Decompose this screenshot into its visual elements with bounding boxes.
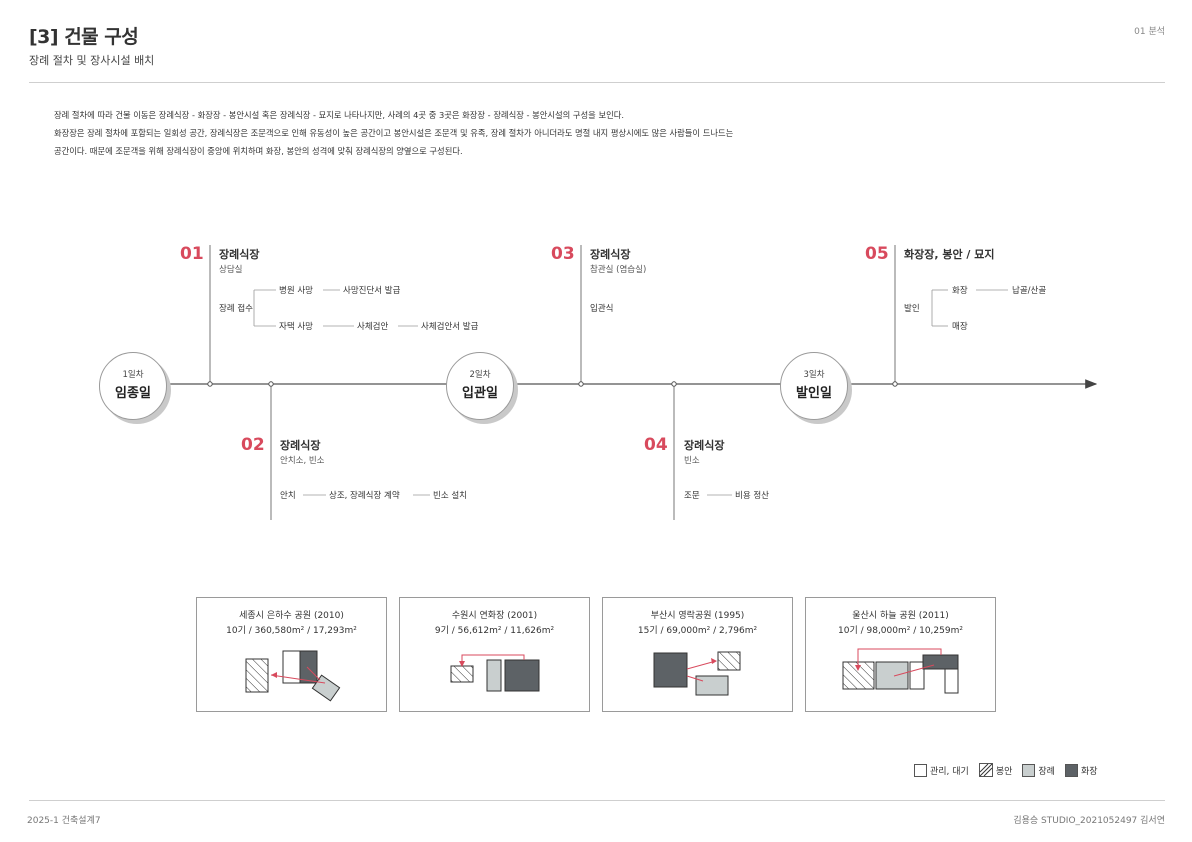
step-01-item: 병원 사망 — [279, 286, 313, 296]
step-01-item: 사망진단서 발급 — [343, 286, 401, 296]
step-02-item: 안치 — [280, 491, 296, 501]
step-02-item: 빈소 설치 — [433, 491, 467, 501]
case-stats: 10기 / 98,000m² / 10,259m² — [838, 626, 963, 636]
step-05-item: 납골/산골 — [1012, 286, 1047, 296]
step-01-item: 사체검안서 발급 — [421, 322, 479, 332]
case-title: 부산시 영락공원 (1995) — [650, 611, 745, 621]
legend-label: 관리, 대기 — [930, 766, 969, 777]
legend-swatch — [914, 763, 927, 777]
footer-divider — [29, 800, 1165, 801]
legend-label: 화장 — [1080, 766, 1098, 777]
day-label: 1일차 — [122, 370, 144, 380]
legend-item: 장례 — [1022, 763, 1055, 777]
case-title: 수원시 연화장 (2001) — [451, 611, 538, 621]
step-04-number: 04 — [644, 435, 668, 455]
intro-line: 장례 절차에 따라 건물 이동은 장례식장 - 화장장 - 봉안시설 혹은 장례… — [54, 110, 624, 120]
day-circle-1: 1일차 임종일 — [99, 352, 167, 420]
step-04-item: 조문 — [684, 491, 700, 501]
step-03-title: 장례식장 — [590, 248, 631, 261]
step-04-title: 장례식장 — [684, 439, 725, 452]
case-stats: 9기 / 56,612m² / 11,626m² — [434, 626, 555, 636]
case-card-sejong: 세종시 은하수 공원 (2010) 10기 / 360,580m² / 17,2… — [196, 597, 387, 712]
day-circle-2: 2일차 입관일 — [446, 352, 514, 420]
intro-line: 공간이다. 때문에 조문객을 위해 장례식장이 중앙에 위치하며 화장, 봉안의… — [54, 146, 463, 156]
case-card-busan: 부산시 영락공원 (1995) 15기 / 69,000m² / 2,796m² — [602, 597, 793, 712]
step-02-item: 상조, 장례식장 계약 — [329, 491, 400, 501]
case-card-suwon: 수원시 연화장 (2001) 9기 / 56,612m² / 11,626m² — [399, 597, 590, 712]
step-05-number: 05 — [865, 244, 889, 264]
case-plan-diagram — [842, 648, 959, 694]
intro-line: 화장장은 장례 절차에 포함되는 일회성 공간, 장례식장은 조문객으로 인해 … — [54, 128, 734, 138]
legend-swatch — [1064, 763, 1078, 777]
legend-swatch — [1022, 763, 1036, 777]
step-02-sub: 안치소, 빈소 — [280, 456, 325, 466]
day-label: 3일차 — [803, 370, 825, 380]
step-03-number: 03 — [551, 244, 575, 264]
intro-text: 장례 절차에 따라 건물 이동은 장례식장 - 화장장 - 봉안시설 혹은 장례… — [54, 106, 954, 160]
legend-item: 관리, 대기 — [914, 763, 969, 777]
footer-course: 2025-1 건축설계7 — [27, 816, 101, 826]
legend: 관리, 대기 봉안 장례 화장 — [904, 762, 1098, 778]
day-name: 임종일 — [115, 386, 151, 401]
day-name: 발인일 — [796, 386, 832, 401]
case-card-ulsan: 울산시 하늘 공원 (2011) 10기 / 98,000m² / 10,259… — [805, 597, 996, 712]
step-01-root: 장례 접수 — [219, 304, 253, 314]
legend-item: 화장 — [1064, 763, 1098, 777]
legend-swatch-hatch — [978, 763, 993, 777]
step-05-item: 매장 — [952, 322, 968, 332]
step-02-title: 장례식장 — [280, 439, 321, 452]
page-title: [3] 건물 구성 — [29, 26, 139, 48]
case-plan-diagram — [245, 650, 341, 702]
step-02-number: 02 — [241, 435, 265, 455]
step-01-title: 장례식장 — [219, 248, 260, 261]
case-stats: 15기 / 69,000m² / 2,796m² — [637, 626, 758, 636]
step-03-sub: 참관실 (염습실) — [590, 265, 647, 275]
case-title: 울산시 하늘 공원 (2011) — [852, 611, 949, 621]
header-divider — [29, 82, 1165, 83]
step-04-item: 비용 정산 — [735, 491, 769, 501]
step-01-item: 자택 사망 — [279, 322, 313, 332]
step-03-item: 입관식 — [590, 304, 614, 314]
step-05-item: 화장 — [952, 286, 968, 296]
legend-label: 장례 — [1038, 766, 1055, 777]
step-01-number: 01 — [180, 244, 204, 264]
step-05-root: 발인 — [904, 304, 920, 314]
case-stats: 10기 / 360,580m² / 17,293m² — [226, 626, 357, 636]
step-05-title: 화장장, 봉안 / 묘지 — [904, 248, 995, 261]
legend-label: 봉안 — [995, 766, 1013, 777]
legend-item: 봉안 — [978, 763, 1013, 777]
case-title: 세종시 은하수 공원 (2010) — [239, 611, 344, 621]
step-04-sub: 빈소 — [684, 456, 700, 466]
step-01-sub: 상담실 — [219, 265, 243, 275]
day-circle-3: 3일차 발인일 — [780, 352, 848, 420]
page-label: 01 분석 — [1134, 27, 1165, 37]
footer-author: 김용승 STUDIO_2021052497 김서연 — [1013, 816, 1165, 826]
day-label: 2일차 — [469, 370, 491, 380]
case-plan-diagram — [450, 654, 540, 692]
page-subtitle: 장례 절차 및 장사시설 배치 — [29, 54, 155, 67]
day-name: 입관일 — [462, 386, 498, 401]
step-01-item: 사체검안 — [357, 322, 389, 332]
case-plan-diagram — [653, 651, 741, 696]
